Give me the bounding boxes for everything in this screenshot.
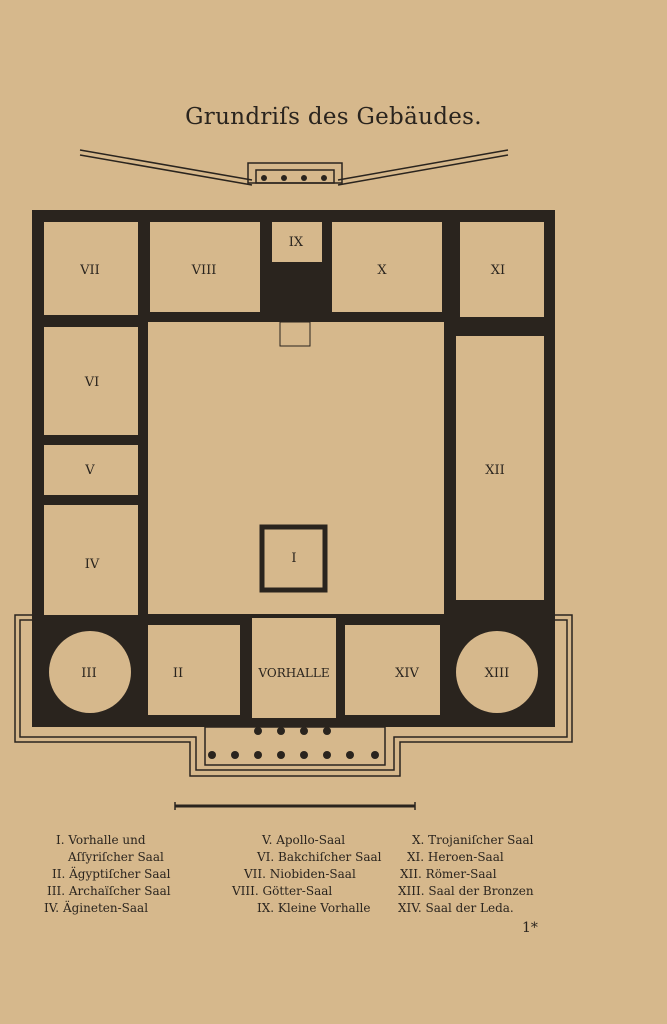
room-label-IX: IX bbox=[289, 235, 304, 250]
stairs bbox=[265, 277, 521, 617]
legend-item: XIII. Saal der Bronzen bbox=[398, 884, 534, 898]
legend-item: XI. Heroen-Saal bbox=[407, 850, 504, 864]
room-label-VIII: VIII bbox=[191, 263, 217, 278]
legend-item: II. Ägyptiſcher Saal bbox=[52, 867, 171, 881]
page-number: 1* bbox=[522, 920, 538, 936]
room-label-X: X bbox=[377, 263, 387, 278]
legend-col-3: X. Trojaniſcher Saal XI. Heroen-Saal XII… bbox=[398, 832, 534, 917]
front-approach bbox=[79, 149, 509, 186]
legend-item: V. Apollo-Saal bbox=[262, 833, 346, 847]
page-title: Grundriſs des Gebäudes. bbox=[185, 104, 482, 130]
room-label-XII: XII bbox=[485, 463, 505, 478]
legend-item: VIII. Götter-Saal bbox=[232, 884, 333, 898]
front-columns bbox=[261, 175, 327, 181]
room-label-IV: IV bbox=[85, 557, 100, 572]
room-label-XIV: XIV bbox=[395, 666, 419, 681]
legend-item: I. Vorhalle und bbox=[56, 833, 146, 847]
portico-columns bbox=[208, 727, 379, 759]
legend-item: XII. Römer-Saal bbox=[400, 867, 497, 881]
legend-item: VII. Niobiden-Saal bbox=[244, 867, 356, 881]
room-label-III: III bbox=[81, 666, 96, 681]
room-label-vorhalle: VORHALLE bbox=[257, 666, 329, 680]
legend-col-1: I. Vorhalle und Aſſyriſcher Saal II. Ägy… bbox=[44, 832, 171, 917]
legend-col-2: V. Apollo-Saal VI. Bakchiſcher Saal VII.… bbox=[232, 832, 381, 917]
legend-item: X. Trojaniſcher Saal bbox=[412, 833, 534, 847]
legend-item: VI. Bakchiſcher Saal bbox=[257, 850, 382, 864]
legend-item: III. Archaïſcher Saal bbox=[47, 884, 171, 898]
legend-item: XIV. Saal der Leda. bbox=[398, 901, 514, 915]
room-label-I: I bbox=[291, 551, 296, 566]
room-label-VII: VII bbox=[79, 263, 100, 278]
room-label-XIII: XIII bbox=[485, 666, 510, 681]
legend-item: IV. Ägineten-Saal bbox=[44, 901, 149, 915]
room-label-V: V bbox=[84, 463, 95, 478]
legend-item: Aſſyriſcher Saal bbox=[68, 850, 164, 864]
terrace-outline bbox=[14, 614, 573, 777]
room-I bbox=[259, 524, 328, 593]
room-label-XI: XI bbox=[491, 263, 505, 278]
room-label-II: II bbox=[173, 666, 183, 681]
scale-bar bbox=[174, 802, 416, 810]
legend-item: IX. Kleine Vorhalle bbox=[257, 901, 371, 915]
room-label-VI: VI bbox=[84, 375, 100, 390]
